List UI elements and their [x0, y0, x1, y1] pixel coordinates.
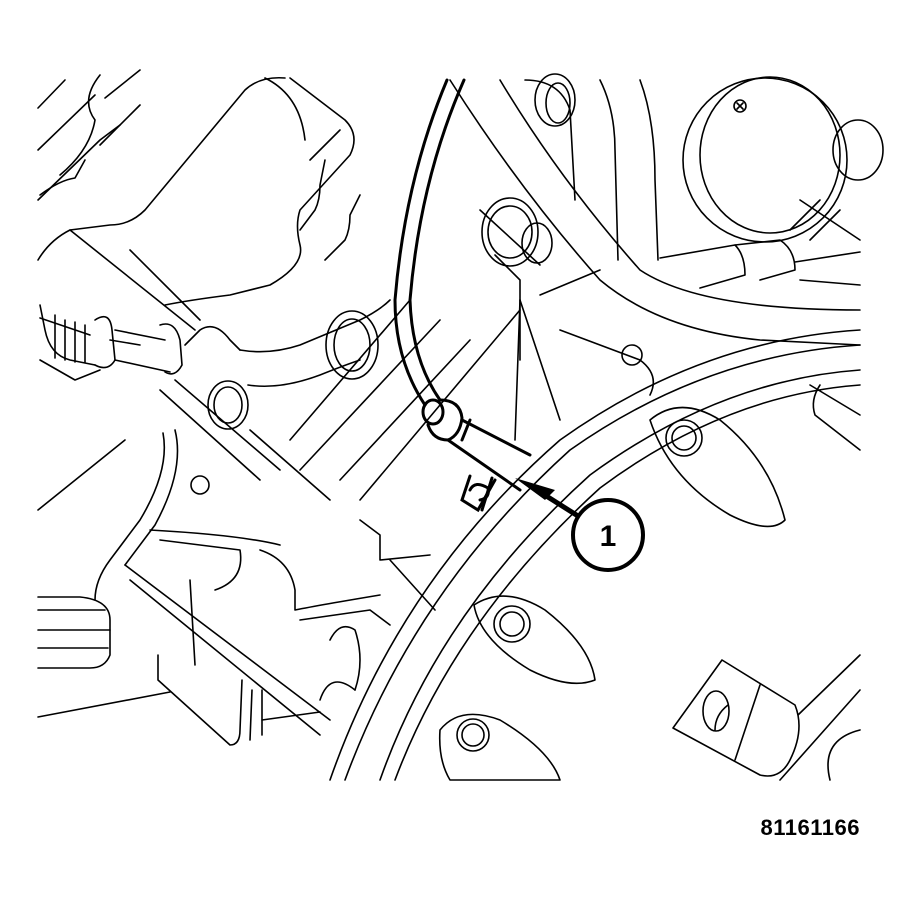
- upper-right-structure: [449, 73, 884, 441]
- callout-number: 1: [600, 520, 617, 553]
- upper-left-structure: [37, 69, 361, 331]
- central-casting: [159, 299, 521, 501]
- bolt-lugs: [438, 406, 786, 781]
- callout-1: 1: [515, 478, 645, 572]
- lower-right-bracket: [672, 384, 861, 781]
- probe-wire: [393, 78, 466, 407]
- flange-arc: [329, 329, 861, 781]
- lower-left-structure: [37, 429, 436, 746]
- left-hose-connector: [39, 304, 241, 381]
- figure-id: 81161166: [760, 815, 860, 840]
- sensor-probe[interactable]: [421, 398, 532, 513]
